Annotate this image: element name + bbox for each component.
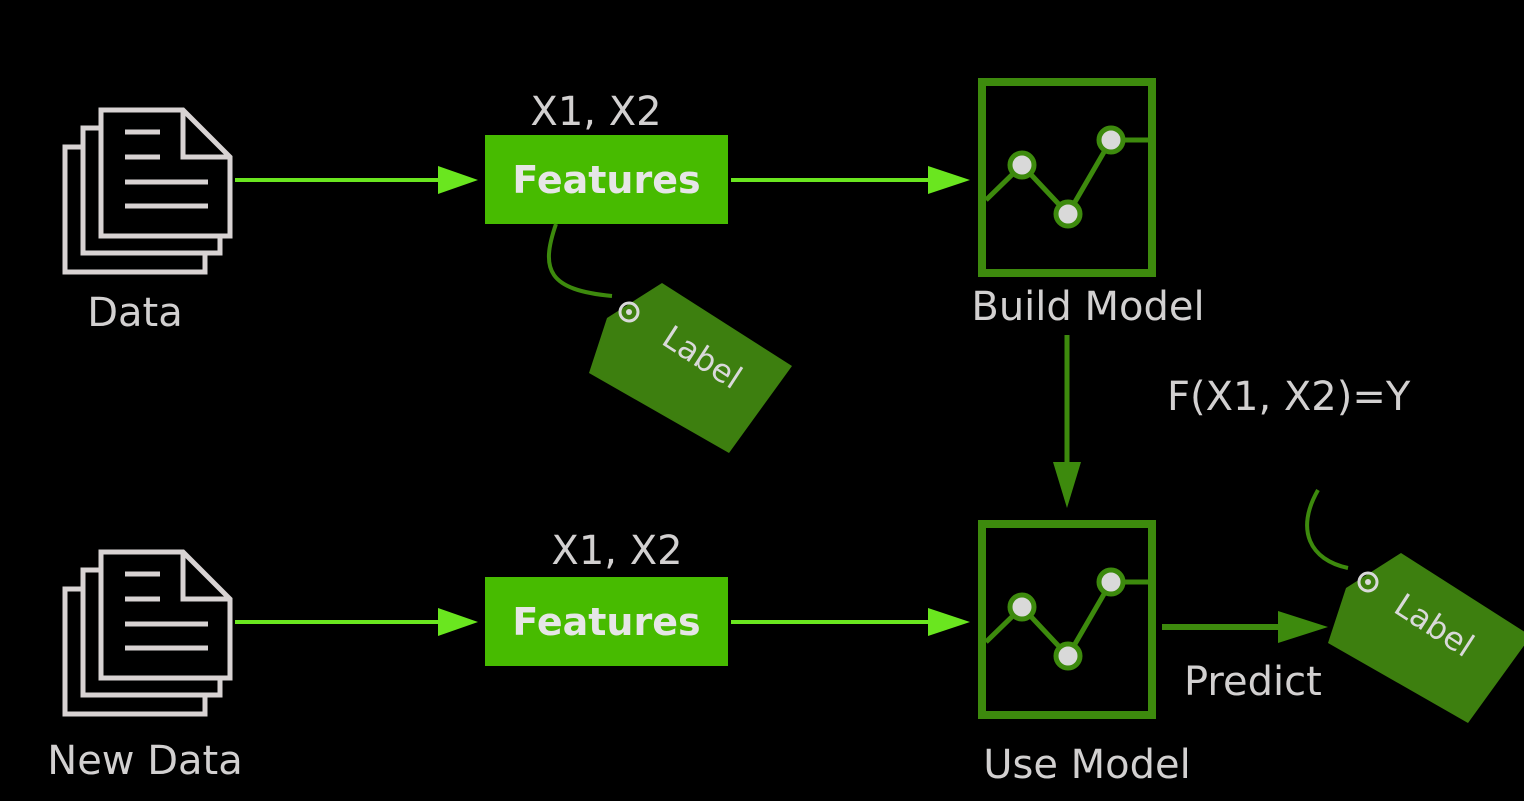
features-caption: X1, X2 <box>530 89 662 135</box>
new-data-label: New Data <box>47 738 243 784</box>
label-tag-icon <box>1328 553 1524 723</box>
features-caption: X1, X2 <box>551 528 683 574</box>
documents-icon <box>65 110 230 272</box>
model-chart-icon <box>982 524 1152 715</box>
features-box <box>485 577 728 666</box>
tag-hole-icon <box>618 301 640 323</box>
flow-arrow-features-to-usemodel <box>731 608 970 636</box>
use-model-label: Use Model <box>983 742 1191 788</box>
features-box-label: Features <box>512 599 701 644</box>
tag-string <box>547 223 613 298</box>
data-label: Data <box>87 290 183 336</box>
tag-string <box>1305 489 1349 570</box>
model-chart-icon <box>982 82 1152 273</box>
documents-icon <box>65 552 230 714</box>
flow-arrow-newdata-to-features <box>235 608 478 636</box>
arrow-predict <box>1162 611 1328 643</box>
build-model-label: Build Model <box>971 284 1205 330</box>
arrow-build-to-use <box>1053 335 1081 508</box>
features-box <box>485 135 728 224</box>
flow-arrow-data-to-features <box>235 166 478 194</box>
features-box-label: Features <box>512 157 701 202</box>
function-label: F(X1, X2)=Y <box>1167 374 1411 420</box>
tag-hole-icon <box>1357 571 1379 593</box>
label-tag-icon <box>589 283 792 453</box>
flow-arrow-features-to-model <box>731 166 970 194</box>
predict-label: Predict <box>1184 659 1322 705</box>
